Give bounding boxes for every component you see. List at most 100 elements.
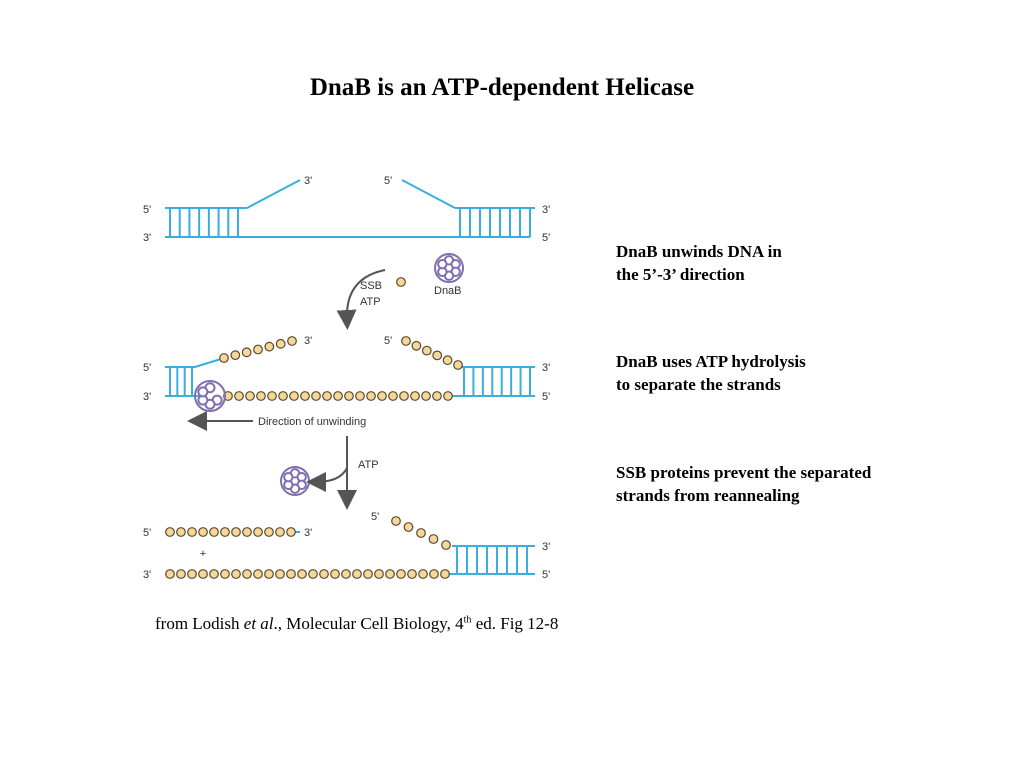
release-arrow — [306, 467, 348, 492]
ssb-protein — [275, 569, 285, 579]
slide-title: DnaB is an ATP-dependent Helicase — [309, 74, 695, 101]
ssb-protein — [352, 569, 362, 579]
top-strand-fork — [246, 179, 301, 209]
ssb-protein — [275, 527, 285, 537]
ssb-protein — [253, 344, 263, 355]
note-line: the 5’-3’ direction — [616, 265, 745, 284]
strand-label-3prime: 3' — [143, 391, 151, 403]
ssb-protein — [344, 391, 354, 401]
ssb-protein — [396, 277, 406, 287]
ssb-protein — [209, 527, 219, 537]
ssb-protein — [286, 569, 296, 579]
ssb-protein — [441, 540, 451, 550]
dnab-helicase — [434, 253, 464, 283]
reaction-arrow — [336, 269, 386, 330]
ssb-protein — [220, 527, 230, 537]
ssb-protein — [428, 534, 439, 544]
strand-label-3prime: 3' — [542, 204, 550, 216]
ssb-protein — [278, 391, 288, 401]
ssb-label: SSB — [360, 280, 382, 292]
strand-label-3prime: 3' — [143, 569, 151, 581]
dnab-helicase — [280, 466, 310, 496]
caption-prefix: from Lodish — [155, 614, 244, 633]
atp-label: ATP — [360, 296, 381, 308]
ssb-protein — [401, 336, 411, 346]
ssb-protein — [311, 391, 321, 401]
ssb-protein — [403, 522, 414, 532]
note-line: DnaB uses ATP hydrolysis — [616, 352, 806, 371]
ssb-protein — [319, 569, 329, 579]
strand-label-3prime: 3' — [304, 175, 312, 187]
note-ssb-proteins: SSB proteins prevent the separated stran… — [616, 461, 936, 507]
ssb-protein — [187, 527, 197, 537]
strand-label-5prime: 5' — [143, 362, 151, 374]
note-unwinding-direction: DnaB unwinds DNA in the 5’-3’ direction — [616, 240, 936, 286]
ssb-protein — [219, 353, 229, 363]
top-strand-fork — [194, 357, 225, 368]
ssb-protein — [242, 569, 252, 579]
strand-label-5prime: 5' — [371, 511, 379, 523]
strand-label-3prime: 3' — [143, 232, 151, 244]
strand-label-5prime: 5' — [143, 204, 151, 216]
atp-label: ATP — [358, 459, 379, 471]
ssb-protein — [374, 569, 384, 579]
strand-label-3prime: 3' — [542, 362, 550, 374]
note-line: strands from reannealing — [616, 486, 800, 505]
note-line: to separate the strands — [616, 375, 781, 394]
ssb-protein — [377, 391, 387, 401]
note-line: DnaB unwinds DNA in — [616, 242, 782, 261]
ssb-protein — [256, 391, 266, 401]
note-line: SSB proteins prevent the separated — [616, 463, 872, 482]
ssb-protein — [264, 527, 274, 537]
ssb-protein — [410, 391, 420, 401]
strand-label-5prime: 5' — [542, 232, 550, 244]
top-strand-fork — [401, 179, 456, 209]
figure-caption: from Lodish et al., Molecular Cell Biolo… — [155, 614, 558, 634]
ssb-protein — [165, 527, 175, 537]
ssb-protein — [453, 360, 463, 370]
ssb-protein — [396, 569, 406, 579]
ssb-protein — [234, 391, 244, 401]
strand-label-5prime: 5' — [542, 569, 550, 581]
ssb-protein — [330, 569, 340, 579]
ssb-protein — [355, 391, 365, 401]
ssb-protein — [421, 345, 432, 356]
ssb-protein — [440, 569, 450, 579]
dnab-subunit — [437, 258, 448, 270]
strand-label-3prime: 3' — [542, 541, 550, 553]
ssb-protein — [198, 569, 208, 579]
ssb-protein — [176, 569, 186, 579]
strand-label-3prime: 3' — [304, 527, 312, 539]
caption-suffix: ed. Fig 12-8 — [471, 614, 559, 633]
ssb-protein — [442, 355, 453, 366]
ssb-protein — [411, 340, 422, 351]
ssb-protein — [264, 569, 274, 579]
ssb-protein — [297, 569, 307, 579]
plus-sign: + — [200, 548, 206, 560]
ssb-protein — [432, 350, 443, 361]
ssb-protein — [253, 527, 263, 537]
dnab-ring-outline — [194, 380, 226, 412]
ssb-protein — [418, 569, 428, 579]
ssb-protein — [242, 527, 252, 537]
strand-label-5prime: 5' — [384, 175, 392, 187]
ssb-protein — [385, 569, 395, 579]
ssb-protein — [300, 391, 310, 401]
ssb-protein — [253, 569, 263, 579]
ssb-protein — [391, 516, 401, 526]
ssb-protein — [308, 569, 318, 579]
ssb-protein — [421, 391, 431, 401]
ssb-protein — [209, 569, 219, 579]
caption-sup: th — [463, 614, 472, 626]
dnab-subunit — [283, 471, 294, 483]
ssb-protein — [231, 527, 241, 537]
caption-italic: et al — [243, 614, 274, 633]
ssb-protein — [289, 391, 299, 401]
ssb-protein — [187, 569, 197, 579]
ssb-protein — [432, 391, 442, 401]
ssb-protein — [429, 569, 439, 579]
ssb-protein — [286, 527, 296, 537]
direction-label: Direction of unwinding — [258, 416, 366, 428]
strand-label-3prime: 3' — [304, 335, 312, 347]
